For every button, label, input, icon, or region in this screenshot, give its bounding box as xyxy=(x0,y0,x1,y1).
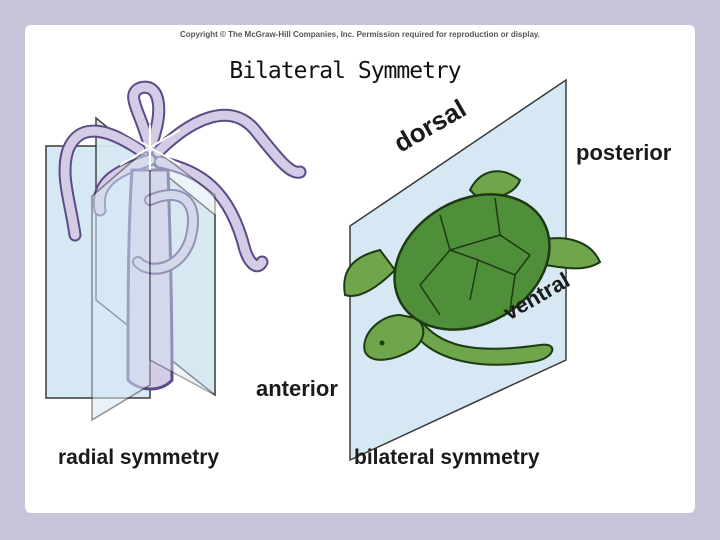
turtle-head xyxy=(363,313,425,361)
copyright-notice: Copyright © The McGraw-Hill Companies, I… xyxy=(179,30,541,39)
label-posterior: posterior xyxy=(576,140,672,165)
page-title: Bilateral Symmetry xyxy=(229,58,461,84)
turtle-shell xyxy=(393,193,551,331)
radial-symmetry-figure xyxy=(45,80,307,422)
turtle-front-flipper xyxy=(419,317,554,366)
label-bilateral-symmetry: bilateral symmetry xyxy=(354,446,540,469)
label-anterior: anterior xyxy=(256,376,338,401)
turtle-rear-flipper-right xyxy=(538,237,602,270)
turtle-rear-flipper-left xyxy=(343,248,397,297)
bilateral-symmetry-figure xyxy=(343,78,602,462)
radial-plane-front xyxy=(91,144,151,422)
label-radial-symmetry: radial symmetry xyxy=(58,446,220,469)
